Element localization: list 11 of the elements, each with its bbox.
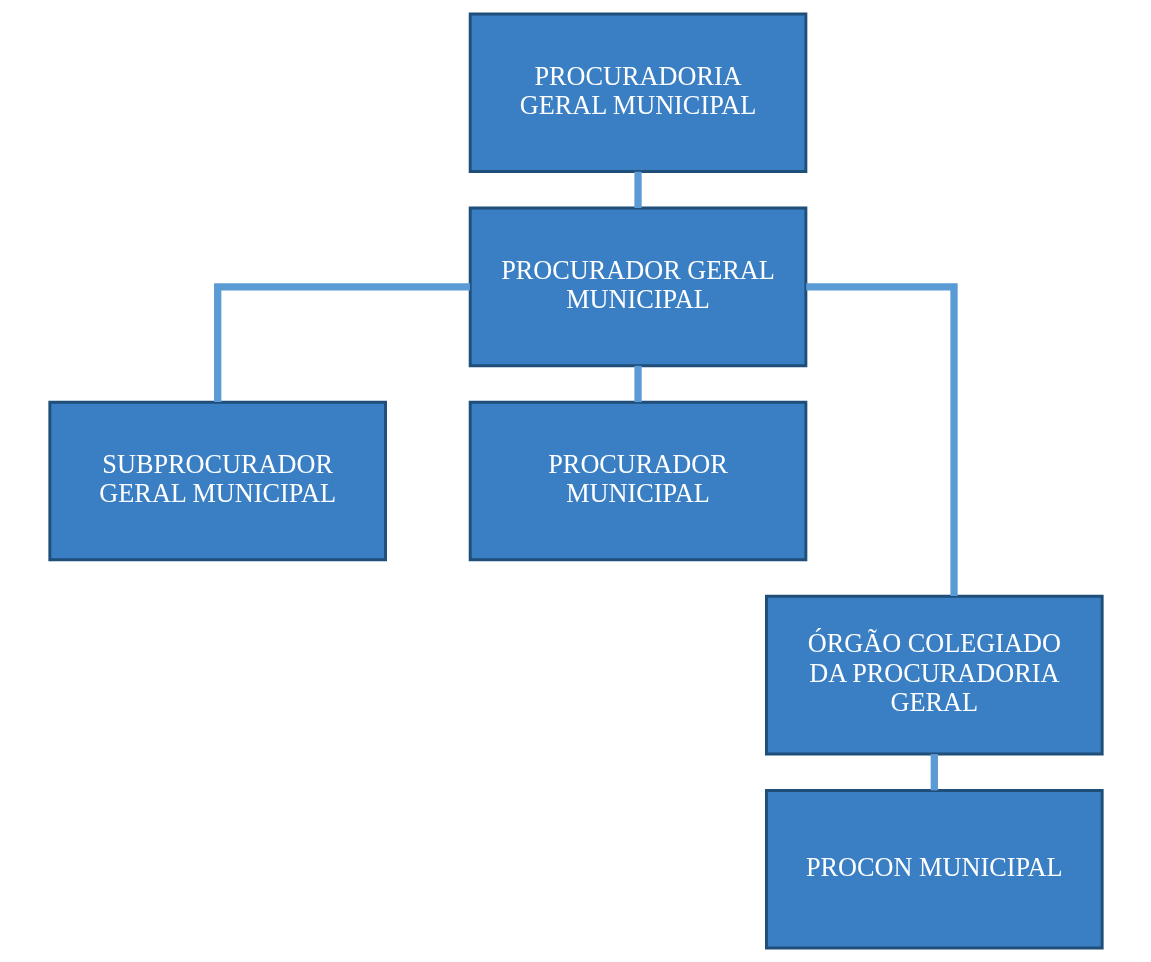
connector (633, 365, 642, 403)
connector (930, 754, 938, 791)
connector (213, 283, 470, 403)
node-box: PROCON MUNICIPAL (764, 788, 1104, 950)
node-box: PROCURADORIA GERAL MUNICIPAL (468, 12, 807, 174)
connector (805, 283, 958, 597)
connector (633, 171, 642, 208)
node-box: PROCURADOR GERAL MUNICIPAL (468, 206, 807, 368)
node-box: ÓRGÃO COLEGIADO DA PROCURADORIA GERAL (764, 594, 1104, 756)
node-box: PROCURADOR MUNICIPAL (468, 400, 807, 562)
node-box: SUBPROCURADOR GERAL MUNICIPAL (47, 400, 387, 562)
